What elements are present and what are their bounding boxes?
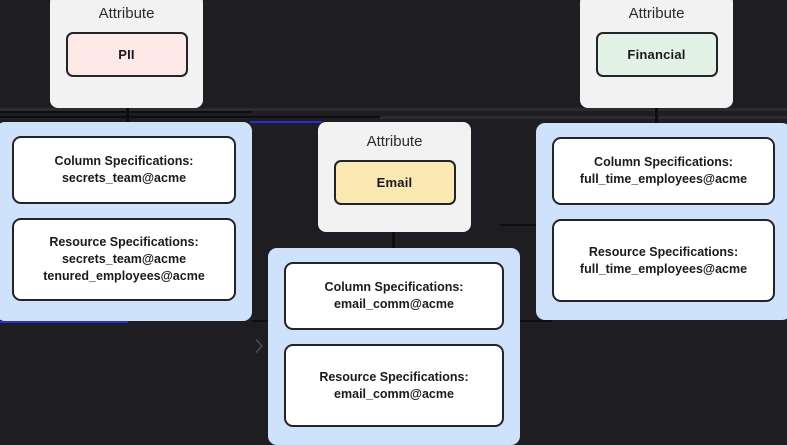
spec-card-value: secrets_team@acme bbox=[61, 171, 187, 185]
connector-stub-email bbox=[392, 230, 395, 248]
connector-rail-left-lower bbox=[0, 116, 380, 118]
attribute-panel-title: Attribute bbox=[366, 133, 423, 150]
attribute-panel-pii[interactable]: Attribute PII bbox=[50, 0, 203, 108]
spec-card-value: email_comm@acme bbox=[334, 386, 454, 401]
spec-card-value: secrets_team@acme bbox=[61, 252, 187, 266]
spec-card-heading: Resource Specifications: bbox=[588, 244, 739, 259]
connector-stub-pii bbox=[126, 108, 129, 122]
spec-card-resource-specifications[interactable]: Resource Specifications: full_time_emplo… bbox=[552, 219, 775, 302]
accent-edge-top bbox=[250, 121, 322, 123]
connector-stub-financial bbox=[655, 108, 658, 123]
accent-edge-bottom bbox=[0, 321, 128, 323]
spec-card-value: full_time_employees@acme bbox=[579, 172, 748, 186]
spec-card-value: email_comm@acme bbox=[334, 297, 454, 311]
chevron-right-icon[interactable] bbox=[255, 339, 264, 353]
connector-rail-right bbox=[380, 116, 787, 119]
spec-card-value: full_time_employees@acme bbox=[579, 261, 748, 276]
connector-rail-top bbox=[0, 108, 787, 111]
spec-card-column-specifications[interactable]: Column Specifications: secrets_team@acme bbox=[12, 136, 236, 204]
spec-card-heading: Resource Specifications: bbox=[49, 235, 199, 249]
spec-card-column-specifications[interactable]: Column Specifications: full_time_employe… bbox=[552, 137, 775, 205]
spec-card-heading: Column Specifications: bbox=[594, 155, 733, 169]
spec-group-secrets-team[interactable]: Column Specifications: secrets_team@acme… bbox=[0, 122, 252, 321]
spec-card-heading: Column Specifications: bbox=[324, 280, 464, 294]
attribute-chip-email[interactable]: Email bbox=[333, 160, 456, 205]
spec-card-heading: Resource Specifications: bbox=[319, 369, 469, 384]
spec-group-email-comm[interactable]: Column Specifications: email_comm@acme R… bbox=[268, 248, 520, 445]
attribute-panel-financial[interactable]: Attribute Financial bbox=[580, 0, 733, 108]
attribute-chip-financial[interactable]: Financial bbox=[595, 32, 718, 77]
spec-card-resource-specifications[interactable]: Resource Specifications: email_comm@acme bbox=[284, 344, 504, 427]
attribute-panel-email[interactable]: Attribute Email bbox=[318, 122, 471, 232]
spec-card-value: tenured_employees@acme bbox=[43, 269, 205, 283]
spec-card-heading: Column Specifications: bbox=[54, 154, 194, 168]
attribute-chip-pii[interactable]: PII bbox=[65, 32, 188, 77]
attribute-panel-title: Attribute bbox=[98, 5, 155, 22]
spec-group-full-time-employees[interactable]: Column Specifications: full_time_employe… bbox=[536, 123, 787, 320]
spec-card-resource-specifications[interactable]: Resource Specifications: secrets_team@ac… bbox=[12, 218, 236, 301]
attribute-panel-title: Attribute bbox=[628, 5, 685, 22]
spec-card-column-specifications[interactable]: Column Specifications: email_comm@acme bbox=[284, 262, 504, 330]
